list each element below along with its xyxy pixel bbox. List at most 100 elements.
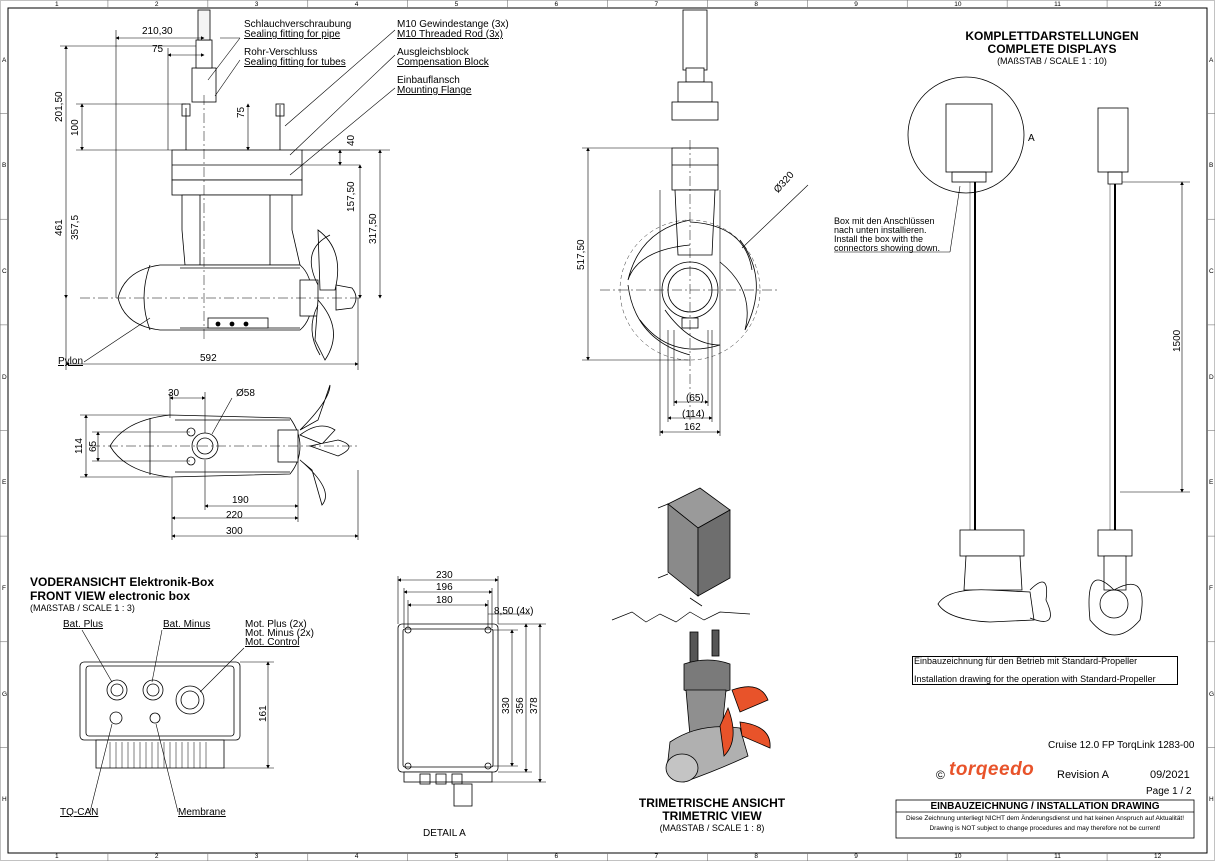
- grid-col-8: 8: [754, 853, 758, 860]
- grid-col-9: 9: [854, 1, 858, 8]
- top-view-drawing: [90, 384, 360, 506]
- label-bat-minus: Bat. Minus: [163, 619, 211, 630]
- complete-displays-dimensions: [834, 181, 1190, 493]
- grid-col-2: 2: [154, 853, 159, 860]
- side-view-drawing: [80, 9, 360, 361]
- detail-a-marker: A: [1028, 133, 1035, 144]
- dim-330: 330: [501, 697, 512, 714]
- dim-461: 461: [54, 219, 65, 236]
- grid-col-6: 6: [554, 1, 559, 8]
- detail-a-drawing: [397, 623, 499, 807]
- top-view-dimensions: [80, 392, 359, 540]
- dim-114-top: 114: [74, 438, 85, 454]
- trimetric-box: [657, 487, 731, 607]
- callout-tube-seal-en: Sealing fitting for tubes: [244, 57, 346, 68]
- dim-317-50: 317,50: [368, 213, 379, 244]
- callout-threaded-rod-en: M10 Threaded Rod (3x): [397, 29, 503, 40]
- date: 09/2021: [1150, 769, 1190, 781]
- dim-65-front: (65): [686, 393, 704, 404]
- grid-row-D: D: [2, 373, 7, 381]
- label-bat-plus: Bat. Plus: [63, 619, 104, 630]
- trimetric-title-de: TRIMETRISCHE ANSICHT: [638, 796, 786, 810]
- complete-title-en: COMPLETE DISPLAYS: [987, 42, 1117, 56]
- grid-col-12: 12: [1154, 853, 1162, 860]
- grid-col-7: 7: [654, 853, 659, 860]
- grid-col-11: 11: [1054, 1, 1061, 8]
- product-name: Cruise 12.0 FP TorqLink 1283-00: [1048, 740, 1195, 751]
- callout-hose-fitting-de: Schlauchverschraubung: [244, 19, 352, 30]
- grid-row-G: G: [1209, 690, 1215, 698]
- pylon-label: Pylon: [58, 356, 84, 367]
- detail-a-dimensions: [397, 576, 546, 783]
- dim-357-5: 357,5: [70, 214, 81, 240]
- callout-compensation-de: Ausgleichsblock: [397, 47, 469, 58]
- dim-220: 220: [226, 510, 243, 521]
- detail-a-label: DETAIL A: [423, 828, 466, 839]
- dim-1500: 1500: [1172, 329, 1183, 352]
- copyright-symbol: ©: [936, 768, 945, 782]
- trimetric-title-en: TRIMETRIC VIEW: [662, 809, 762, 823]
- note-line-1: Box mit den Anschlüssen: [834, 216, 935, 226]
- grid-row-D: D: [1209, 373, 1214, 381]
- dim-201-50: 201,50: [54, 91, 65, 122]
- grid-col-8: 8: [754, 1, 758, 8]
- installation-note-en: Installation drawing for the operation w…: [914, 674, 1156, 684]
- dim-75-top: 75: [152, 44, 164, 55]
- dim-230: 230: [436, 570, 453, 581]
- page-number: Page 1 / 2: [1146, 786, 1192, 797]
- grid-col-6: 6: [554, 853, 559, 860]
- dim-157-50: 157,50: [346, 181, 357, 212]
- dim-100: 100: [70, 119, 81, 136]
- dim-8-50: 8,50 (4x): [494, 606, 534, 617]
- installation-note-de: Einbauzeichnung für den Betrieb mit Stan…: [914, 656, 1138, 666]
- dim-30: 30: [168, 388, 180, 399]
- grid-col-9: 9: [854, 853, 858, 860]
- grid-row-G: G: [2, 690, 8, 698]
- grid-row-C: C: [2, 268, 7, 276]
- complete-displays-drawing: [907, 76, 1143, 636]
- torqeedo-logo: torqeedo: [949, 759, 1035, 780]
- title-block-heading: EINBAUZEICHNUNG / INSTALLATION DRAWING: [930, 801, 1160, 812]
- grid-col-1: 1: [54, 853, 59, 860]
- grid-col-5: 5: [454, 853, 459, 860]
- ebox-front-leaders: [81, 629, 274, 813]
- grid-row-A: A: [1209, 56, 1214, 64]
- revision: Revision A: [1057, 769, 1109, 781]
- label-mot-minus: Mot. Minus (2x): [245, 628, 314, 639]
- dim-114-front: (114): [682, 409, 705, 420]
- dim-65-top: 65: [88, 440, 99, 452]
- dim-161: 161: [258, 705, 269, 722]
- grid-col-12: 12: [1154, 1, 1162, 8]
- side-view-dimensions: [60, 29, 396, 370]
- ebox-scale: (MAßSTAB / SCALE 1 : 3): [30, 603, 135, 613]
- trimetric-motor: [665, 629, 771, 783]
- dim-196: 196: [436, 582, 453, 593]
- note-line-4: connectors showing down.: [834, 243, 941, 253]
- dim-592: 592: [200, 353, 217, 364]
- grid-row-H: H: [1209, 796, 1214, 804]
- trimetric-scale: (MAßSTAB / SCALE 1 : 8): [659, 823, 765, 833]
- callout-threaded-rod-de: M10 Gewindestange (3x): [397, 19, 509, 30]
- dim-40: 40: [346, 134, 357, 146]
- grid-row-E: E: [1209, 479, 1214, 487]
- callout-compensation-en: Compensation Block: [397, 57, 489, 68]
- dim-180: 180: [436, 595, 453, 606]
- grid-col-4: 4: [354, 853, 359, 860]
- title-block-frame: [895, 799, 1195, 839]
- dim-75-side: 75: [236, 106, 247, 118]
- installation-note-box: [912, 656, 1178, 685]
- ebox-title-en: FRONT VIEW electronic box: [30, 589, 191, 603]
- grid-col-4: 4: [354, 1, 359, 8]
- dim-300: 300: [226, 526, 243, 537]
- front-view-dimensions: [582, 147, 809, 436]
- disclaimer-en: Drawing is NOT subject to change procedu…: [929, 825, 1161, 832]
- note-line-3: Install the box with the: [834, 234, 924, 244]
- grid-col-2: 2: [154, 1, 159, 8]
- ebox-title-de: VODERANSICHT Elektronik-Box: [30, 575, 215, 589]
- label-tq-can: TQ-CAN: [60, 807, 99, 818]
- label-mot-plus: Mot. Plus (2x): [245, 619, 307, 630]
- disclaimer-de: Diese Zeichnung unterliegt NICHT dem Änd…: [905, 815, 1185, 822]
- dim-diameter-58: Ø58: [236, 388, 255, 399]
- grid-col-7: 7: [654, 1, 659, 8]
